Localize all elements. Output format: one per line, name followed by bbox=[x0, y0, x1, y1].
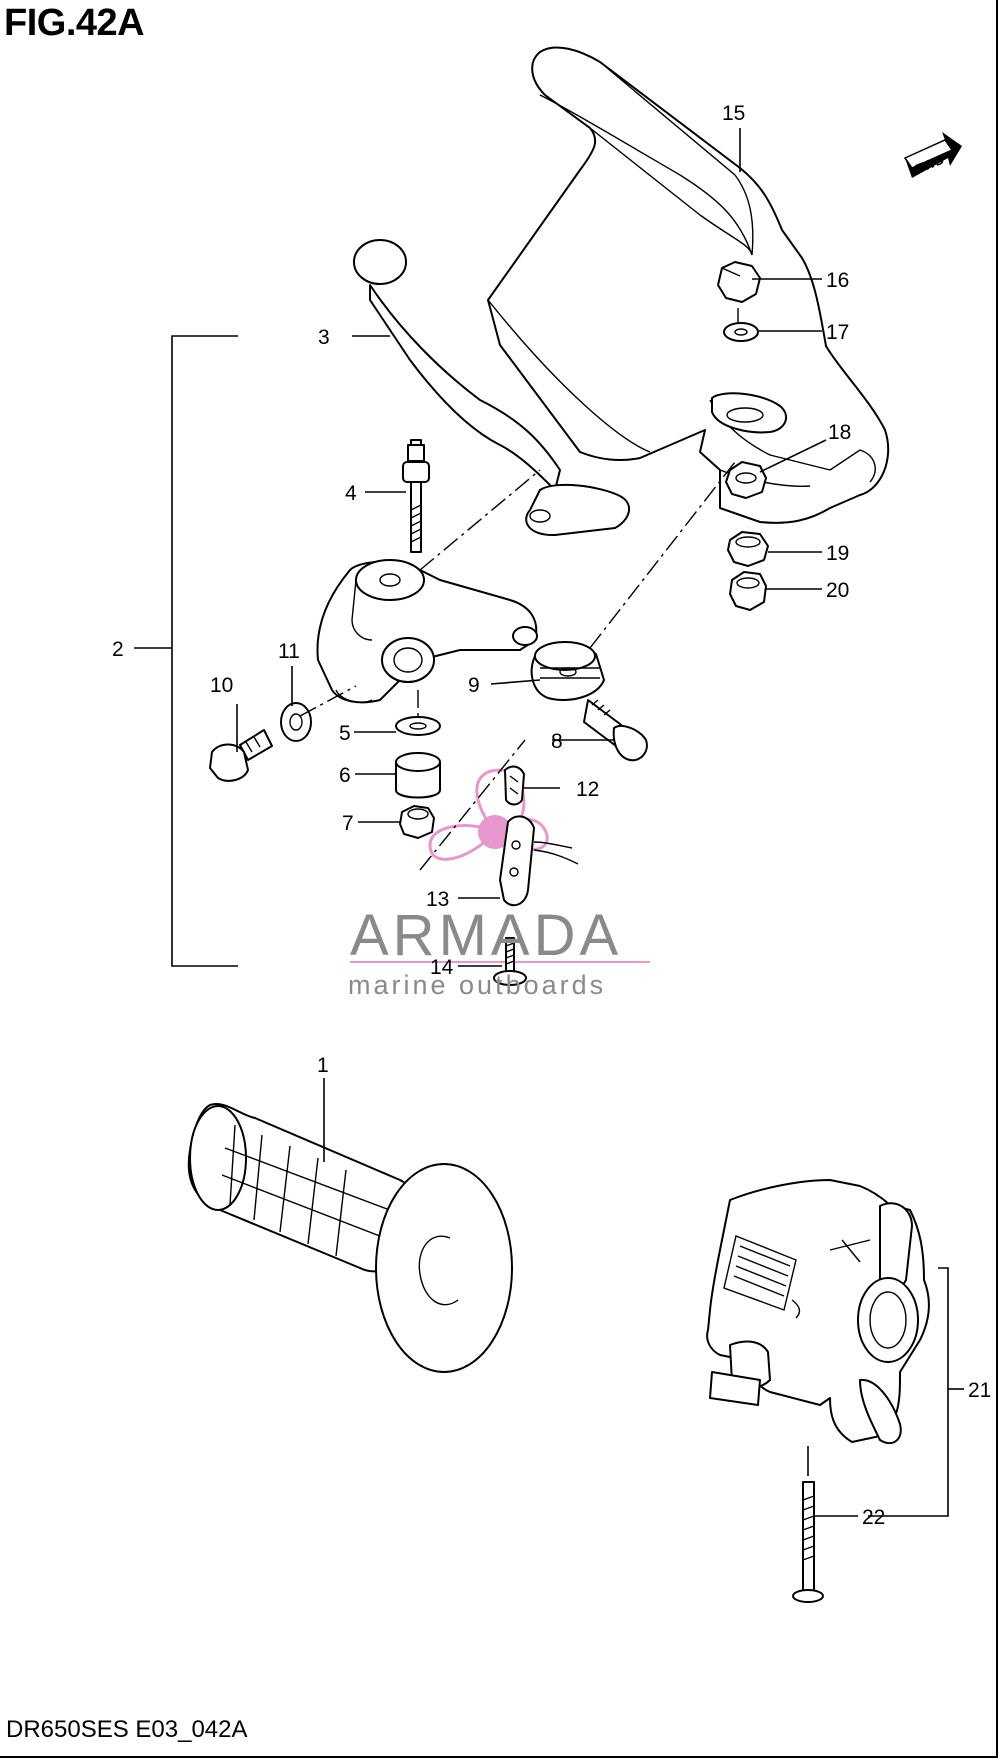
callout-14: 14 bbox=[430, 956, 454, 979]
callout-1: 1 bbox=[317, 1054, 329, 1077]
callout-3: 3 bbox=[318, 326, 330, 349]
callout-21: 21 bbox=[968, 1379, 991, 1402]
callout-9: 9 bbox=[468, 674, 480, 697]
callout-17: 17 bbox=[826, 321, 849, 344]
assembly-center-lines bbox=[299, 308, 739, 871]
fwd-arrow-icon: FWD bbox=[903, 132, 962, 178]
part-9-cable-adjuster bbox=[530, 641, 605, 701]
part-1-handle-grip bbox=[187, 1103, 513, 1373]
part-17-washer bbox=[723, 322, 759, 342]
part-18-nut bbox=[725, 461, 767, 499]
part-5-washer bbox=[395, 716, 441, 736]
callout-18: 18 bbox=[828, 421, 851, 444]
part-12-clip bbox=[504, 765, 525, 806]
part-8-pivot-bolt bbox=[583, 699, 648, 762]
callout-19: 19 bbox=[826, 542, 849, 565]
callout-20: 20 bbox=[826, 579, 849, 602]
callout-11: 11 bbox=[278, 640, 300, 663]
callout-4: 4 bbox=[345, 482, 357, 505]
callout-6: 6 bbox=[339, 764, 351, 787]
part-22-screw bbox=[792, 1481, 824, 1603]
figure-title: FIG.42A bbox=[4, 2, 145, 44]
diagram-code: DR650SES E03_042A bbox=[6, 1716, 248, 1743]
part-6-spacer bbox=[395, 752, 441, 799]
part-11-washer bbox=[280, 702, 312, 742]
part-14-screw bbox=[493, 937, 527, 986]
part-7-nut bbox=[399, 805, 435, 839]
callout-7: 7 bbox=[342, 812, 354, 835]
part-16-nut bbox=[717, 261, 761, 303]
callout-8: 8 bbox=[551, 730, 563, 753]
part-3-clutch-lever bbox=[353, 239, 630, 537]
callout-22: 22 bbox=[862, 1506, 885, 1529]
part-2-lever-holder bbox=[316, 559, 538, 704]
callout-12: 12 bbox=[576, 778, 599, 801]
callout-5: 5 bbox=[339, 722, 351, 745]
watermark-text: ARMADA marine outboards bbox=[348, 903, 622, 1000]
part-4-adjuster-bolt bbox=[402, 439, 430, 553]
callout-16: 16 bbox=[826, 269, 849, 292]
part-15-hand-guard bbox=[487, 46, 890, 524]
part-13-clutch-switch bbox=[499, 815, 579, 907]
callout-labels: 3 4 2 11 10 9 5 8 6 12 7 13 14 15 16 17 … bbox=[112, 102, 991, 1529]
callout-13: 13 bbox=[426, 888, 449, 911]
part-10-bolt bbox=[209, 729, 273, 782]
leader-lines bbox=[134, 128, 964, 1517]
watermark-brand: ARMADA bbox=[350, 903, 622, 968]
part-20-cap-nut bbox=[729, 571, 767, 611]
watermark-tagline: marine outboards bbox=[348, 970, 606, 1000]
callout-2: 2 bbox=[112, 638, 124, 661]
callout-10: 10 bbox=[210, 674, 233, 697]
part-21-handlebar-switch bbox=[706, 1179, 930, 1445]
callout-15: 15 bbox=[722, 102, 745, 125]
part-19-collar-nut bbox=[727, 531, 769, 567]
